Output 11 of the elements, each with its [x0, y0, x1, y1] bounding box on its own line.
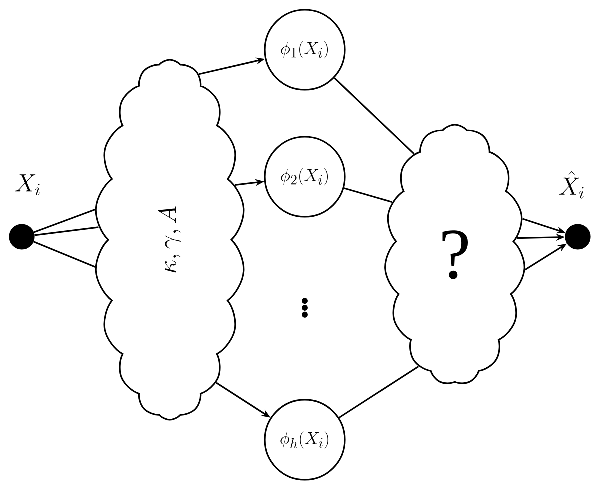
- line: [334, 78, 415, 155]
- node-label: $\hat{X}_i$: [559, 171, 584, 199]
- node-label: $X_i$: [15, 174, 40, 196]
- dot: [565, 224, 591, 250]
- dot: [9, 224, 35, 250]
- line: [338, 366, 420, 419]
- line: [34, 209, 96, 234]
- line: [34, 241, 96, 268]
- line: [34, 226, 99, 236]
- ellipsis: $\vdots$: [302, 298, 308, 318]
- line: [344, 188, 392, 203]
